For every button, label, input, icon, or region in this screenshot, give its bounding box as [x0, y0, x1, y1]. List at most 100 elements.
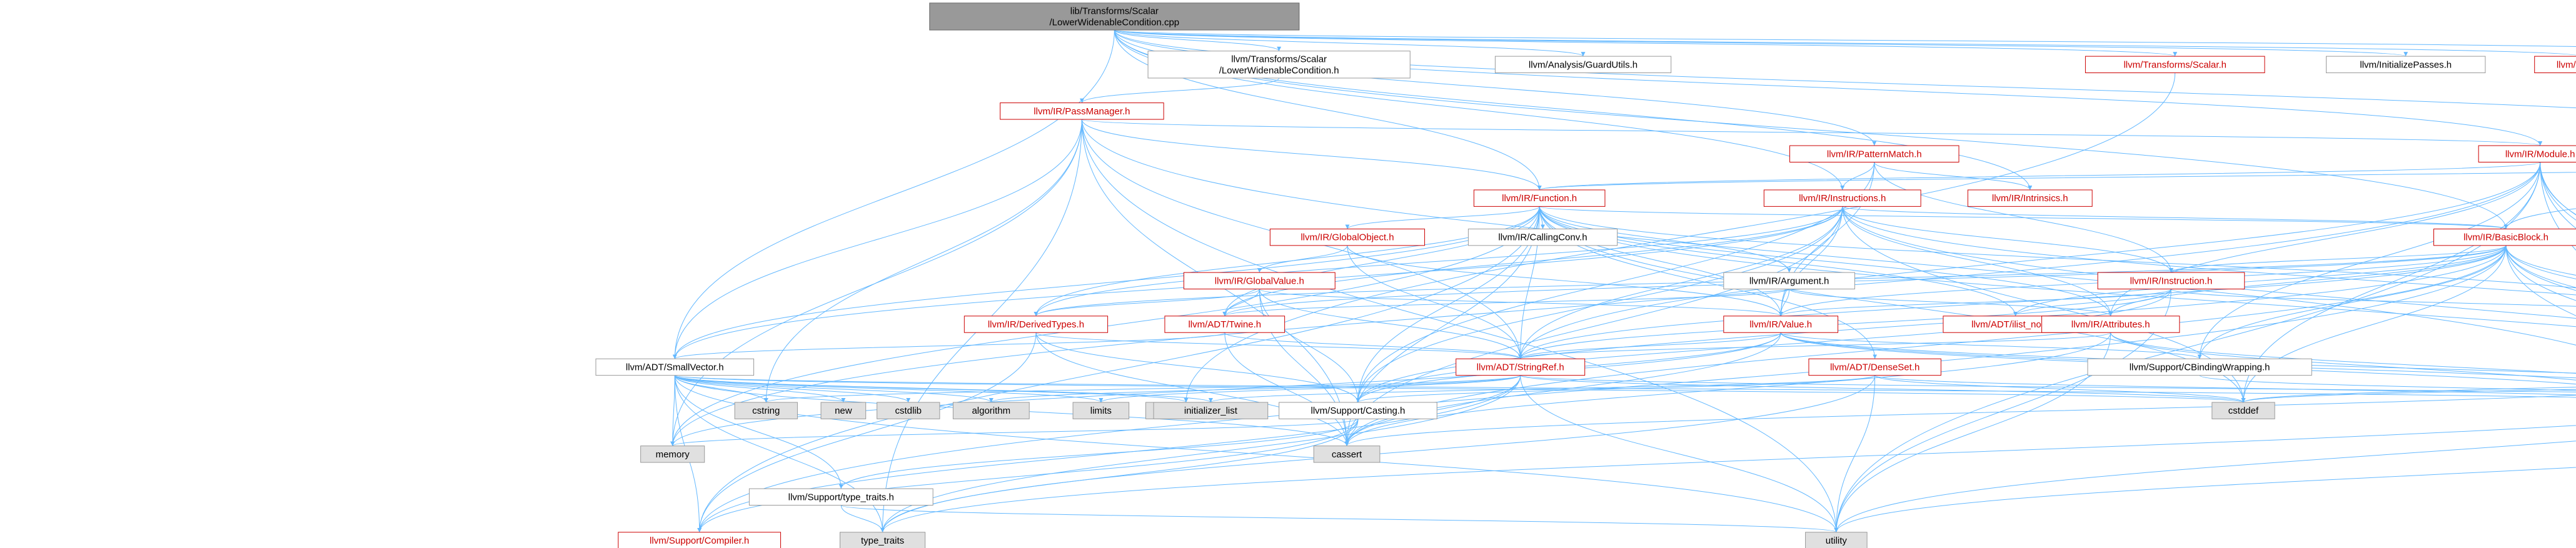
edge-typetraits-to-type_traits [840, 505, 885, 532]
node-box [2326, 56, 2486, 74]
node-box [1279, 402, 1437, 419]
node-lwc_h[interactable]: llvm/Transforms/Scalar/LowerWidenableCon… [1147, 51, 1411, 79]
node-label: llvm/IR/BasicBlock.h [2463, 232, 2548, 243]
edge-function-to-symtab [1539, 206, 2576, 289]
node-cassert[interactable]: cassert [1313, 446, 1381, 463]
node-label: new [835, 406, 852, 416]
edge-passmanager-to-iterator [1081, 119, 2576, 346]
node-label: llvm/Support/CBindingWrapping.h [2130, 362, 2270, 372]
node-globalvalue[interactable]: llvm/IR/GlobalValue.h [1183, 272, 1336, 290]
node-box [595, 358, 755, 376]
node-box [820, 402, 867, 419]
node-derivedtypes[interactable]: llvm/IR/DerivedTypes.h [963, 316, 1109, 333]
node-box [618, 532, 782, 548]
node-cstring[interactable]: cstring [734, 402, 798, 419]
edge-instructions-to-value [1778, 206, 1843, 316]
node-label: lib/Transforms/Scalar [1070, 6, 1159, 16]
node-patternmatch[interactable]: llvm/IR/PatternMatch.h [1789, 145, 1960, 162]
node-cbinding[interactable]: llvm/Support/CBindingWrapping.h [2087, 358, 2312, 376]
node-label: llvm/IR/Instructions.h [1799, 193, 1886, 204]
edge-adt_iterator-to-type_traits [880, 425, 2576, 532]
edge-globalvalue-to-stringref [1259, 289, 1523, 359]
edge-root-to-scalar_h [1114, 29, 2177, 57]
edge-stringref-to-compiler [697, 375, 1521, 532]
edge-root-to-lwc_h [1114, 29, 1282, 52]
node-value[interactable]: llvm/IR/Value.h [1723, 316, 1839, 333]
node-function[interactable]: llvm/IR/Function.h [1473, 189, 1606, 207]
node-label: /LowerWidenableCondition.cpp [1050, 17, 1180, 27]
edge-globalobject-to-value [1347, 245, 1783, 316]
node-box [963, 316, 1109, 333]
node-initpasses[interactable]: llvm/InitializePasses.h [2326, 56, 2486, 74]
edge-function-to-attributes [1539, 206, 2113, 316]
node-box [1789, 145, 1960, 162]
node-argument[interactable]: llvm/IR/Argument.h [1723, 272, 1855, 290]
edge-basicblock-to-instruction [2169, 245, 2507, 273]
edge-stringref-to-iter_range [1520, 375, 2576, 392]
node-typetraits[interactable]: llvm/Support/type_traits.h [748, 488, 933, 506]
nodes-layer: lib/Transforms/Scalar/LowerWidenableCond… [595, 2, 2576, 548]
edge-instructions-to-cassert [1344, 206, 1843, 446]
node-label: cstdlib [895, 406, 922, 416]
node-label: llvm/IR/Intrinsics.h [1992, 193, 2068, 204]
node-smallvector[interactable]: llvm/ADT/SmallVector.h [595, 358, 755, 376]
node-box [1473, 189, 1606, 207]
node-globalobject[interactable]: llvm/IR/GlobalObject.h [1269, 228, 1426, 246]
node-box [1467, 228, 1618, 246]
node-pass_h[interactable]: llvm/Pass.h [2534, 56, 2576, 74]
node-instruction[interactable]: llvm/IR/Instruction.h [2097, 272, 2245, 290]
edge-value-to-iter_range [1780, 332, 2576, 374]
edge-globalvalue-to-value [1259, 289, 1783, 317]
node-compiler[interactable]: llvm/Support/Compiler.h [618, 532, 782, 548]
edge-patternmatch-to-value [1778, 162, 1875, 316]
node-utility[interactable]: utility [1805, 532, 1868, 548]
node-box [1147, 51, 1411, 79]
node-new[interactable]: new [820, 402, 867, 419]
edge-smallvector-to-cstdlib [674, 375, 911, 403]
node-label: cassert [1332, 449, 1362, 460]
node-box [2087, 358, 2312, 376]
node-guardutils_a[interactable]: llvm/Analysis/GuardUtils.h [1494, 56, 1672, 74]
edge-root-to-smallvector [672, 30, 1115, 359]
edge-basicblock-to-twine [1222, 245, 2507, 317]
node-stringref[interactable]: llvm/ADT/StringRef.h [1456, 358, 1586, 376]
node-basicblock[interactable]: llvm/IR/BasicBlock.h [2433, 228, 2576, 246]
node-algorithm[interactable]: algorithm [952, 402, 1030, 419]
node-instructions[interactable]: llvm/IR/Instructions.h [1763, 189, 1921, 207]
node-label: llvm/Support/Compiler.h [650, 536, 749, 546]
node-label: cstring [752, 406, 780, 416]
edge-argument-to-twine [1222, 289, 1790, 317]
node-limits[interactable]: limits [1072, 402, 1130, 419]
node-cstdlib[interactable]: cstdlib [877, 402, 940, 419]
edge-passmanager-to-memory [670, 119, 1082, 446]
node-module[interactable]: llvm/IR/Module.h [2478, 145, 2576, 162]
node-scalar_h[interactable]: llvm/Transforms/Scalar.h [2085, 56, 2265, 74]
node-box [2085, 56, 2265, 74]
node-passmanager[interactable]: llvm/IR/PassManager.h [1000, 102, 1164, 120]
edge-instruction-to-ilist_node [2013, 289, 2171, 316]
edge-basicblock-to-ctypes [2505, 245, 2576, 301]
edge-lwc_h-to-passmanager [1080, 77, 1280, 104]
node-initlist[interactable]: initializer_list [1153, 402, 1269, 419]
node-denseset[interactable]: llvm/ADT/DenseSet.h [1808, 358, 1941, 376]
edge-instructions-to-attributes [1842, 206, 2113, 316]
edge-stringref-to-cstddef [1520, 375, 2246, 403]
node-memory[interactable]: memory [640, 446, 705, 463]
node-label: type_traits [861, 536, 904, 546]
node-intrinsics[interactable]: llvm/IR/Intrinsics.h [1967, 189, 2093, 207]
node-root[interactable]: lib/Transforms/Scalar/LowerWidenableCond… [929, 2, 1300, 31]
node-label: llvm/IR/GlobalObject.h [1301, 232, 1394, 243]
node-callingconv[interactable]: llvm/IR/CallingConv.h [1467, 228, 1618, 246]
edge-passmanager-to-cstring [763, 119, 1082, 402]
edge-root-to-patternmatch [1114, 30, 1877, 146]
edge-function-to-argument [1539, 206, 1792, 273]
node-twine[interactable]: llvm/ADT/Twine.h [1164, 316, 1285, 333]
node-attributes[interactable]: llvm/IR/Attributes.h [2041, 316, 2180, 333]
edge-instructions-to-adt_iterator [1842, 206, 2576, 296]
node-cstddef[interactable]: cstddef [2211, 402, 2275, 419]
edge-typetraits-to-utility [840, 505, 1838, 533]
node-casting[interactable]: llvm/Support/Casting.h [1279, 402, 1437, 419]
node-type_traits[interactable]: type_traits [839, 532, 926, 548]
node-box [1805, 532, 1868, 548]
